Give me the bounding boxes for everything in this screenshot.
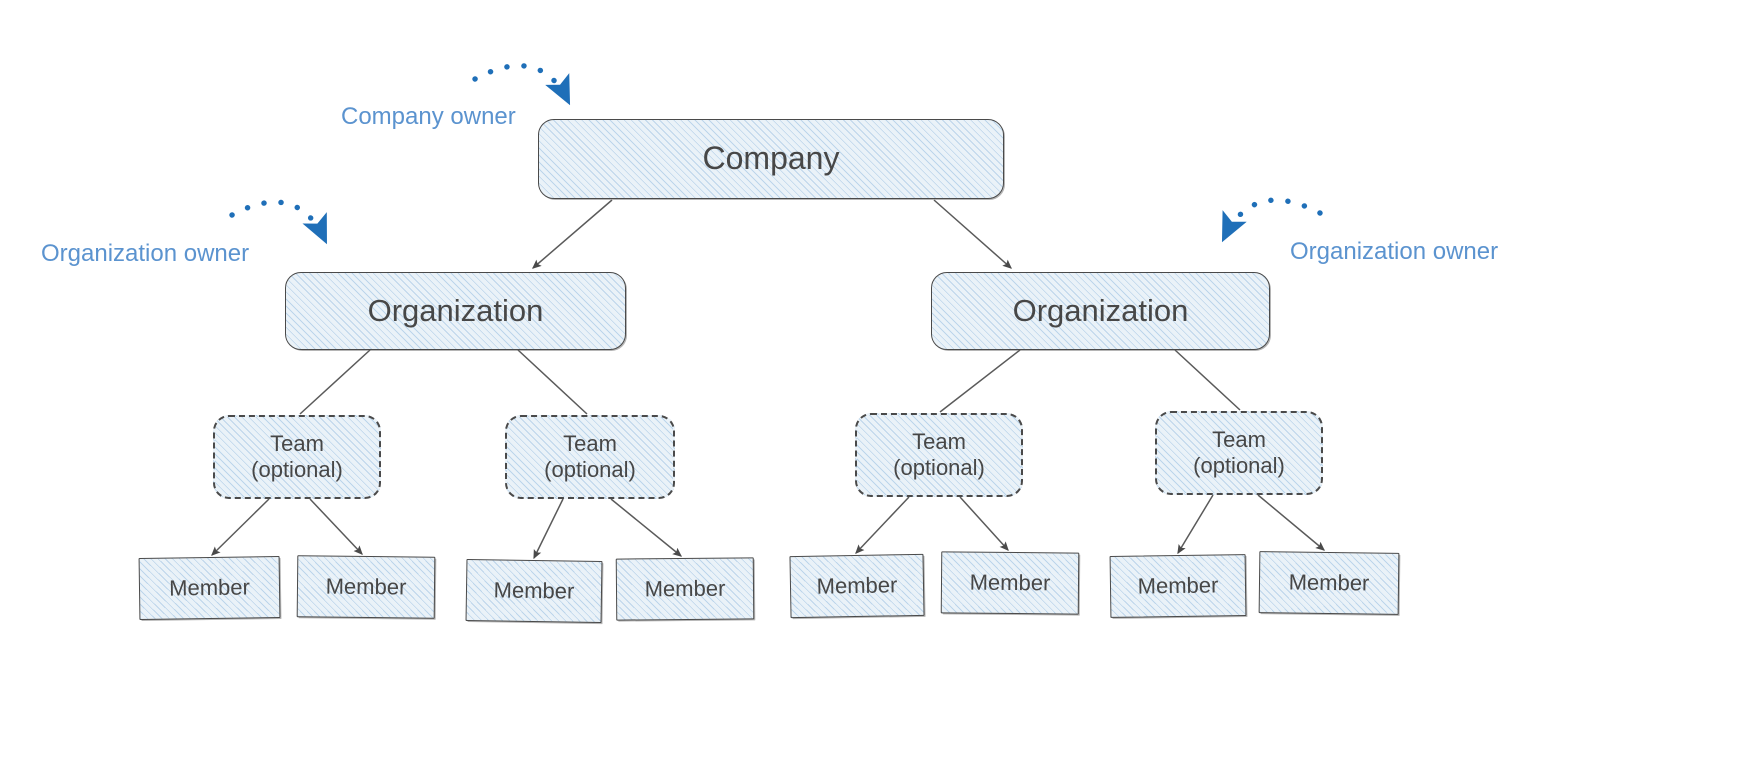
node-member-5[interactable]: Member (789, 553, 925, 619)
edge-org-right-to-team-4 (1174, 349, 1241, 411)
edge-team-2-to-member-3 (533, 498, 564, 560)
edge-org-left-to-team-2 (517, 349, 588, 415)
edge-company-to-org-left (532, 199, 613, 269)
edge-team-3-to-member-6 (959, 496, 1009, 551)
annotation-organization-owner-right: Organization owner (1290, 238, 1499, 265)
edge-team-1-to-member-2 (309, 498, 363, 555)
edge-org-left-to-team-1 (299, 349, 371, 415)
node-member-8[interactable]: Member (1258, 551, 1400, 615)
team-label-line1: Team (563, 431, 617, 457)
annotation-company-owner: Company owner (341, 103, 516, 130)
node-team-2[interactable]: Team (optional) (505, 415, 675, 499)
node-member-7[interactable]: Member (1109, 554, 1247, 618)
edge-team-2-to-member-4 (610, 498, 683, 557)
annotation-arrow-org-owner-right (1221, 197, 1323, 243)
node-member-4[interactable]: Member (615, 557, 755, 621)
team-label-line2: (optional) (251, 457, 343, 482)
node-member-2[interactable]: Member (296, 555, 436, 619)
team-label-line2: (optional) (893, 455, 985, 480)
team-label-line2: (optional) (544, 457, 636, 482)
node-team-1[interactable]: Team (optional) (213, 415, 381, 499)
node-organization-right[interactable]: Organization (931, 272, 1270, 350)
edge-team-4-to-member-8 (1257, 494, 1326, 551)
edge-team-4-to-member-7 (1177, 494, 1214, 555)
team-label-line1: Team (912, 429, 966, 455)
annotation-arrow-org-owner-left (229, 199, 328, 245)
team-label-line1: Team (270, 431, 324, 457)
edge-team-3-to-member-5 (855, 496, 910, 554)
edge-org-right-to-team-3 (939, 349, 1021, 413)
node-member-3[interactable]: Member (465, 558, 603, 624)
node-organization-left[interactable]: Organization (285, 272, 626, 350)
node-member-6[interactable]: Member (940, 551, 1080, 615)
node-team-4[interactable]: Team (optional) (1155, 411, 1323, 495)
annotation-organization-owner-left: Organization owner (41, 240, 250, 267)
edge-company-to-org-right (933, 199, 1012, 269)
node-team-3[interactable]: Team (optional) (855, 413, 1023, 497)
annotation-arrow-company-owner (472, 63, 571, 106)
node-member-1[interactable]: Member (138, 556, 281, 620)
edge-team-1-to-member-1 (211, 498, 270, 556)
team-label-line1: Team (1212, 427, 1266, 453)
team-label-line2: (optional) (1193, 453, 1285, 478)
node-company[interactable]: Company (538, 119, 1004, 199)
